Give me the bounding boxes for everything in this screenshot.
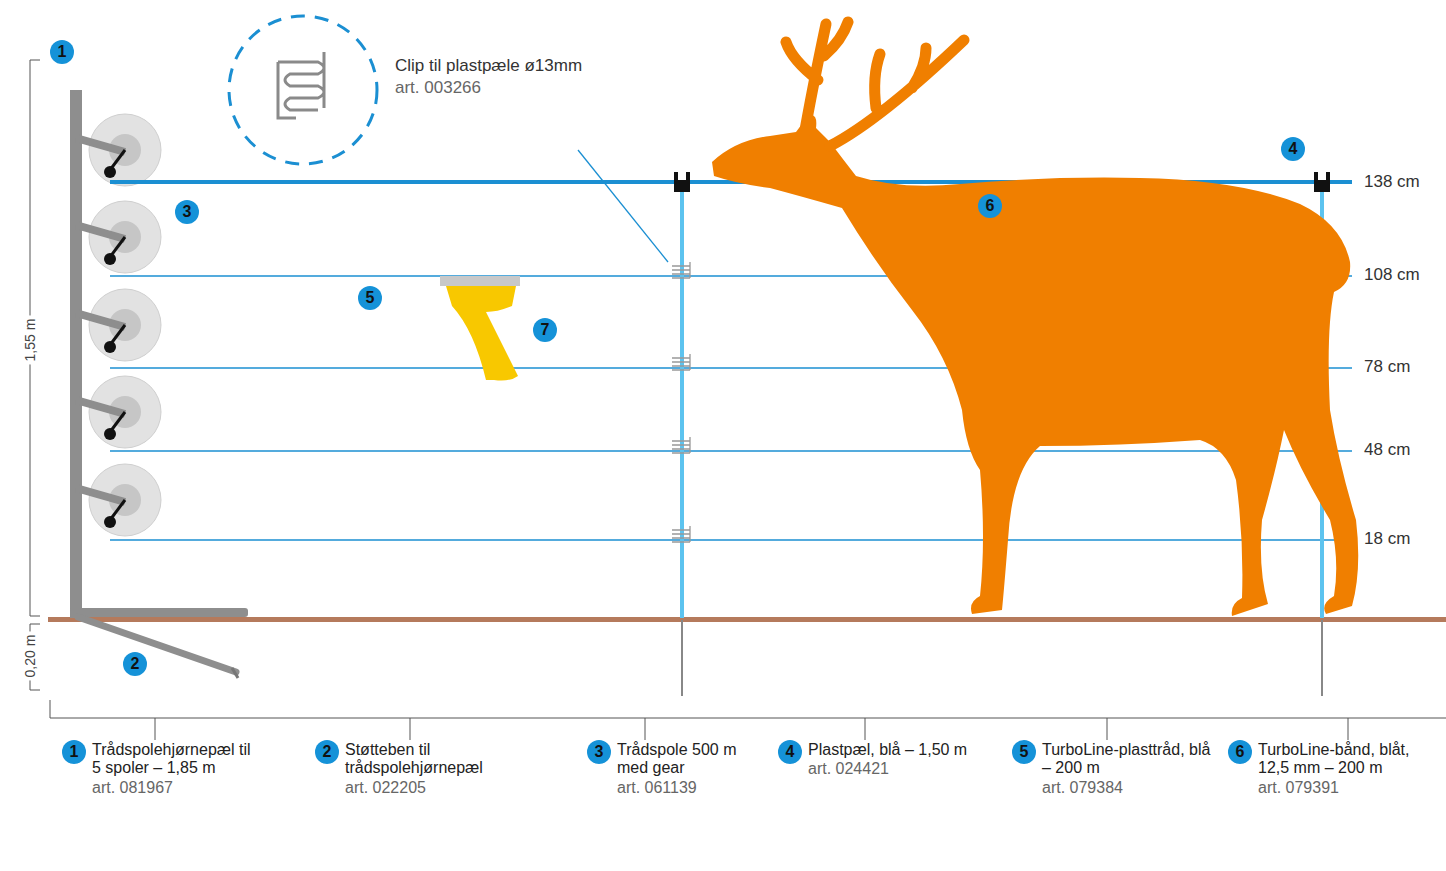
fence-illustration-path [155,718,1348,740]
fence-illustration-path [76,400,125,414]
fence-illustration-circle [89,464,161,536]
legend-article-number: art. 061139 [617,779,757,797]
fence-illustration-rect [680,182,684,618]
fence-illustration-path [76,138,125,152]
fence-illustration-circle [89,376,161,448]
fence-illustration-path [672,354,690,370]
legend-part-name: Støtteben til trådspolehjørnepæl [345,741,555,778]
part-label: Clip til plastpæle ø13mm [395,56,582,76]
fence-illustration-path [1314,172,1330,192]
fence-illustration-path [672,437,690,453]
fence-illustration-circle [229,16,377,164]
callout-number: 1 [62,740,86,764]
fence-illustration-circle [89,289,161,361]
fence-illustration-rect [440,276,520,286]
legend-part-name: Trådspolehjørnepæl til 5 spoler – 1,85 m [92,741,262,778]
callout-number: 5 [1012,740,1036,764]
fence-illustration-g [278,52,324,118]
fence-illustration-path [672,526,690,542]
fence-illustration-rect [70,608,248,617]
callout-number: 2 [123,652,147,676]
fence-illustration-circle [104,253,116,265]
callout-number: 7 [533,318,557,342]
fence-illustration-line [110,539,1352,541]
fence-illustration-g [76,114,161,536]
legend-article-number: art. 079391 [1258,779,1434,797]
dimension-label: 1,55 m [22,316,38,365]
fence-illustration-path [232,668,238,678]
fence-illustration-g [712,22,1358,616]
callout-number: 6 [978,194,1002,218]
fence-illustration-path [76,313,125,327]
height-label: 78 cm [1364,357,1410,377]
fence-illustration-circle [104,341,116,353]
legend-part-name: TurboLine-bånd, blåt, 12,5 mm – 200 m [1258,741,1434,778]
callout-number: 3 [175,200,199,224]
height-label: 18 cm [1364,529,1410,549]
legend-article-number: art. 022205 [345,779,555,797]
legend-article-number: art. 081967 [92,779,262,797]
fence-illustration-path [76,488,125,502]
callout-number: 2 [315,740,339,764]
height-label: 108 cm [1364,265,1420,285]
fence-illustration-path [50,700,1446,718]
fence-illustration-circle [104,516,116,528]
fence-illustration-path [446,286,518,381]
fence-illustration-circle [104,166,116,178]
fence-illustration-path [278,52,324,118]
fence-illustration-line [1321,620,1323,696]
callout-number: 4 [778,740,802,764]
legend-article-number: art. 024421 [808,760,988,778]
article-number: art. 003266 [395,78,481,98]
height-label: 138 cm [1364,172,1420,192]
legend-part-name: Plastpæl, blå – 1,50 m [808,741,988,759]
callout-number: 1 [50,40,74,64]
dimension-label: 0,20 m [22,632,38,681]
fence-illustration-path [674,172,690,192]
callout-number: 6 [1228,740,1252,764]
fence-illustration-rect [48,617,1446,622]
callout-number: 4 [1281,137,1305,161]
fence-illustration-path [786,22,964,146]
callout-number: 3 [587,740,611,764]
fence-illustration-path [672,262,690,278]
fence-illustration-circle [89,114,161,186]
legend-article-number: art. 079384 [1042,779,1222,797]
fence-illustration-rect [70,90,82,618]
fence-illustration-circle [104,428,116,440]
fence-illustration-line [578,150,668,262]
legend-part-name: TurboLine-plasttråd, blå – 200 m [1042,741,1222,778]
fence-illustration-path [76,225,125,239]
fence-illustration-line [681,620,683,696]
fence-illustration-path [78,617,236,672]
legend-part-name: Trådspole 500 m med gear [617,741,757,778]
fence-illustration-circle [89,201,161,273]
height-label: 48 cm [1364,440,1410,460]
fence-illustration-path [712,115,1358,616]
callout-number: 5 [358,286,382,310]
fence-illustration-line [110,450,1352,452]
fence-illustration-g [30,60,1446,740]
fence-illustration-g [672,262,690,542]
